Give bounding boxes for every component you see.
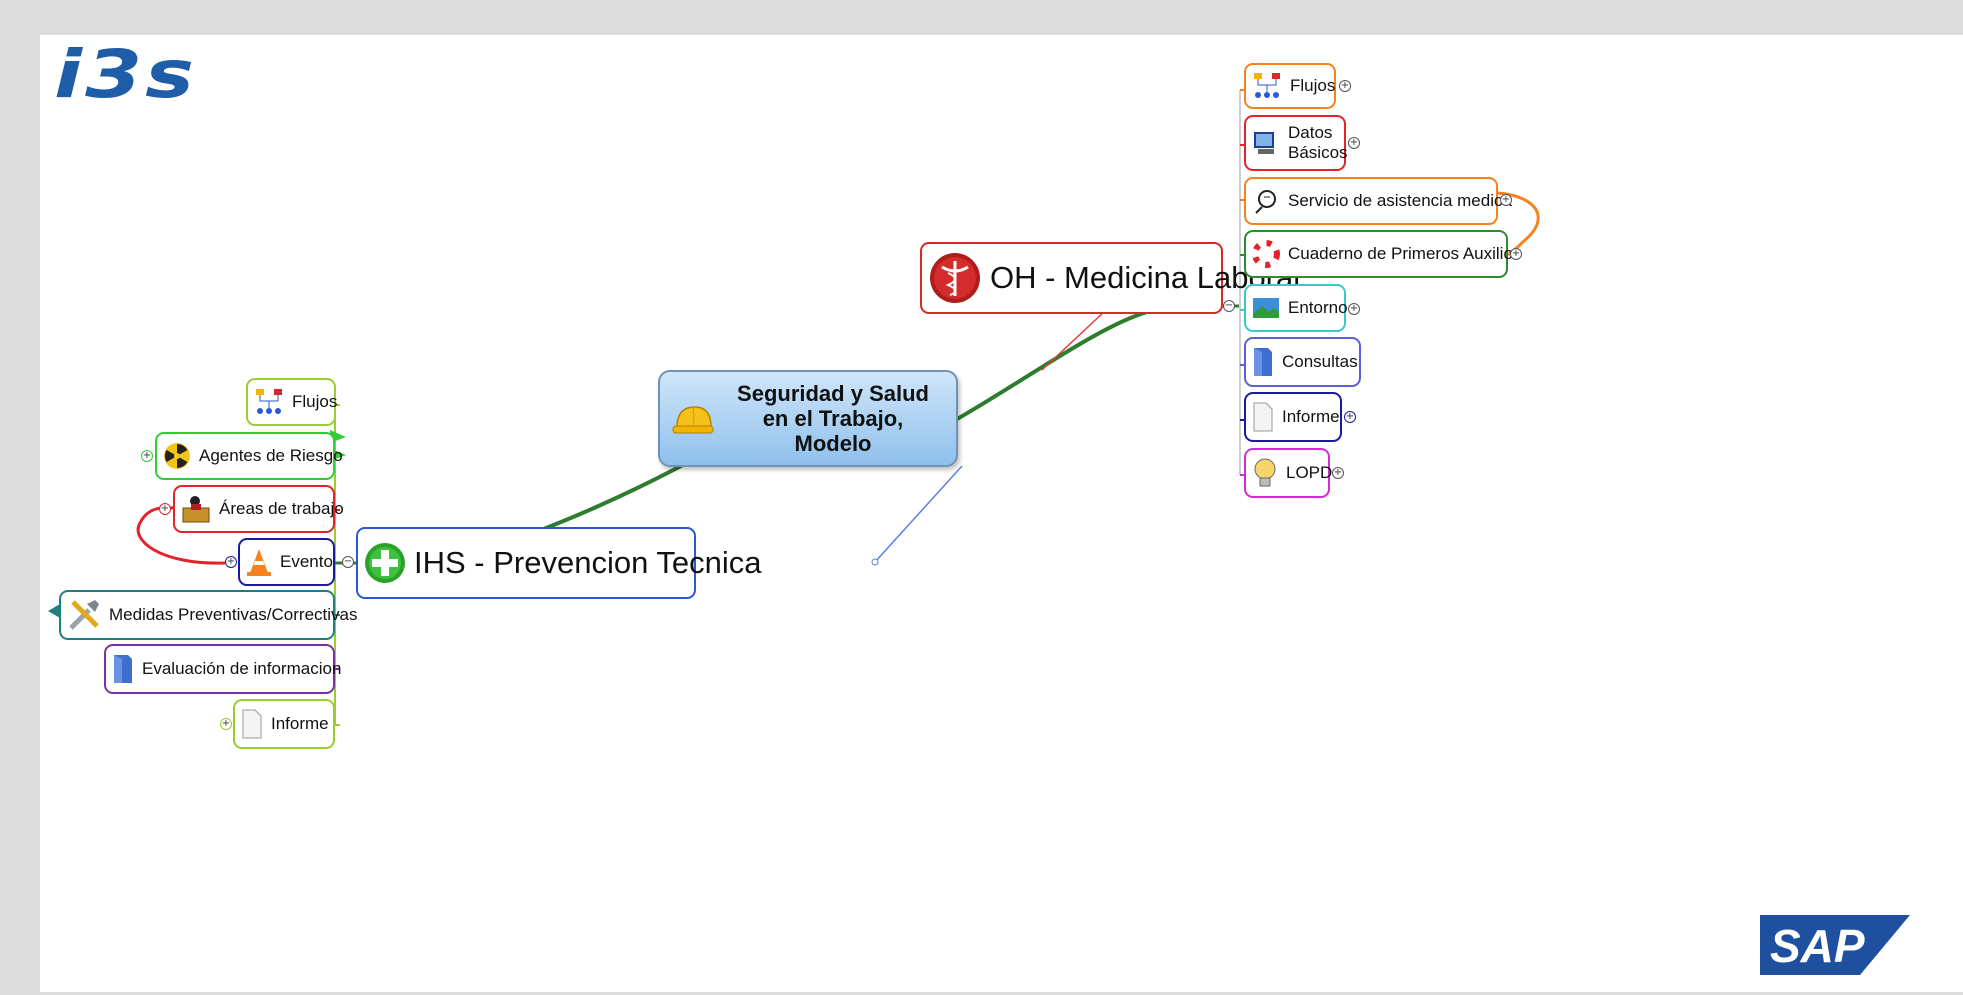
medicina-child-cuaderno[interactable]: Cuaderno de Primeros Auxilios xyxy=(1244,230,1521,278)
link-central-medicina xyxy=(919,303,1183,442)
hard-hat-icon xyxy=(671,397,715,441)
child-label: Flujos xyxy=(292,392,338,412)
expand-toggle[interactable]: + xyxy=(1332,467,1344,479)
medicina-child-consultas[interactable]: Consultas xyxy=(1244,337,1361,387)
folder-icon xyxy=(1252,346,1274,378)
child-label: Datos Básicos xyxy=(1288,123,1348,162)
child-label: Medidas Preventivas/Correctivas xyxy=(109,605,358,625)
prevencion-child-informe[interactable]: Informe xyxy=(233,699,335,749)
flow-icon xyxy=(254,387,284,417)
green-cross-icon xyxy=(364,542,406,584)
tools-icon xyxy=(67,598,101,632)
expand-toggle[interactable]: + xyxy=(225,556,237,568)
medicina-child-informe[interactable]: Informe xyxy=(1244,392,1342,442)
lightbulb-icon xyxy=(1252,456,1278,490)
expand-toggle[interactable]: + xyxy=(1344,411,1356,423)
child-label: Servicio de asistencia medica xyxy=(1288,191,1512,211)
desk-icon xyxy=(181,494,211,524)
collapse-toggle[interactable]: − xyxy=(1223,300,1235,312)
medicina-child-lopd[interactable]: LOPD xyxy=(1244,448,1333,498)
prevencion-child-medidas[interactable]: Medidas Preventivas/Correctivas xyxy=(59,590,357,640)
radiation-icon xyxy=(163,442,191,470)
child-label: Consultas xyxy=(1282,352,1358,372)
prevencion-child-evaluacion[interactable]: Evaluación de informacion xyxy=(104,644,341,694)
child-label: Cuaderno de Primeros Auxilios xyxy=(1288,244,1522,264)
child-label: Áreas de trabajo xyxy=(219,499,344,519)
folder-icon xyxy=(112,653,134,685)
medicina-child-flujos[interactable]: Flujos xyxy=(1244,63,1336,109)
document-icon xyxy=(241,708,263,740)
child-label: LOPD xyxy=(1286,463,1333,483)
collapse-toggle[interactable]: − xyxy=(342,556,354,568)
child-label: Agentes de Riesgo xyxy=(199,446,343,466)
mindmap-canvas: i3s xyxy=(40,35,1963,992)
document-icon xyxy=(1252,401,1274,433)
expand-toggle[interactable]: + xyxy=(1500,194,1512,206)
prevencion-child-evento[interactable]: Evento xyxy=(238,538,335,586)
central-topic[interactable]: Seguridad y Salud en el Trabajo, Modelo xyxy=(658,370,958,467)
central-topic-label: Seguridad y Salud en el Trabajo, Modelo xyxy=(737,380,929,457)
prevencion-child-agentes[interactable]: Agentes de Riesgo xyxy=(155,432,343,480)
expand-toggle[interactable]: + xyxy=(1339,80,1351,92)
expand-toggle[interactable]: + xyxy=(159,503,171,515)
sap-logo-text: SAP xyxy=(1770,920,1865,972)
flow-icon xyxy=(1252,71,1282,101)
stethoscope-icon xyxy=(1252,187,1280,215)
expand-toggle[interactable]: + xyxy=(220,718,232,730)
prevencion-child-flujos[interactable]: Flujos xyxy=(246,378,338,426)
child-label: Entorno xyxy=(1288,298,1348,318)
branch-prevencion[interactable]: IHS - Prevencion Tecnica xyxy=(356,527,761,599)
link-central-prevencion-thin xyxy=(874,465,963,563)
branch-prevencion-label: IHS - Prevencion Tecnica xyxy=(414,545,762,581)
medicina-child-servicio[interactable]: Servicio de asistencia medica xyxy=(1244,177,1512,225)
lifebuoy-icon xyxy=(1252,240,1280,268)
medicina-child-datos-basicos[interactable]: Datos Básicos xyxy=(1244,115,1348,171)
cone-icon xyxy=(246,547,272,577)
sap-logo: SAP xyxy=(1760,915,1910,980)
link-dot xyxy=(871,558,879,566)
child-label: Evento xyxy=(280,552,333,572)
monitor-icon xyxy=(1252,129,1280,157)
expand-toggle[interactable]: + xyxy=(1348,137,1360,149)
expand-toggle[interactable]: + xyxy=(1348,303,1360,315)
prevencion-child-areas[interactable]: Áreas de trabajo xyxy=(173,485,344,533)
child-label: Informe xyxy=(1282,407,1340,427)
i3s-logo: i3s xyxy=(54,37,197,113)
child-label: Flujos xyxy=(1290,76,1336,96)
left-teal-arrow xyxy=(48,604,60,618)
branch-medicina[interactable]: OH - Medicina Laboral xyxy=(920,242,1300,314)
caduceus-icon xyxy=(928,251,982,305)
expand-toggle[interactable]: + xyxy=(141,450,153,462)
child-label: Evaluación de informacion xyxy=(142,659,342,679)
expand-toggle[interactable]: + xyxy=(1510,248,1522,260)
landscape-icon xyxy=(1252,296,1280,320)
child-label: Informe xyxy=(271,714,329,734)
medicina-child-entorno[interactable]: Entorno xyxy=(1244,284,1348,332)
